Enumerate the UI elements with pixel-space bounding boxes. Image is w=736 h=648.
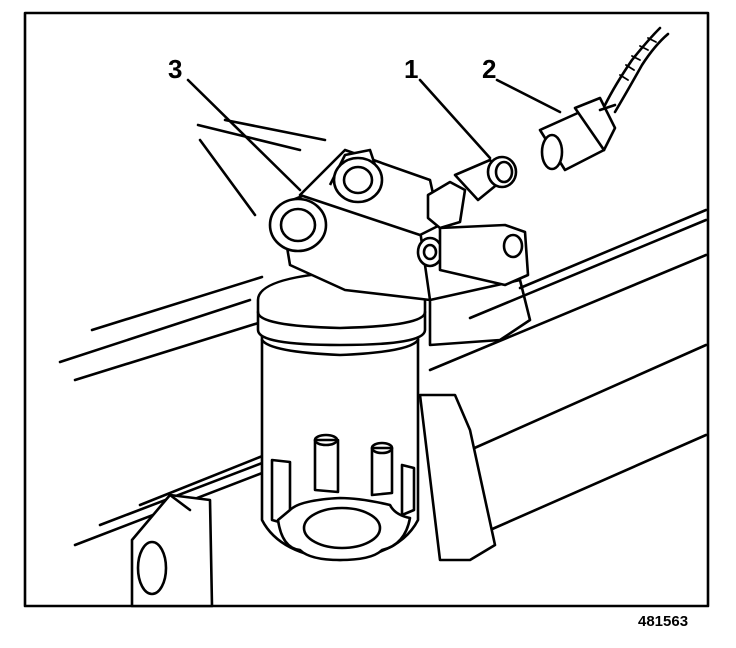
- wire-harness: [603, 26, 670, 114]
- leader-lines: [186, 78, 562, 192]
- callout-1: 1: [404, 54, 419, 84]
- filter-canister: [256, 270, 427, 562]
- sensor-connector: [538, 96, 617, 172]
- head-ports: [268, 156, 384, 253]
- callout-2: 2: [482, 54, 497, 84]
- water-in-fuel-sensor: [426, 155, 518, 230]
- figure-number: 481563: [638, 613, 689, 630]
- figure-frame: [23, 11, 710, 608]
- frame-rails: [58, 118, 708, 547]
- support-bracket: [418, 278, 532, 562]
- callout-3: 3: [168, 54, 183, 84]
- head-fitting: [416, 223, 530, 287]
- lower-left-bracket: [130, 493, 214, 608]
